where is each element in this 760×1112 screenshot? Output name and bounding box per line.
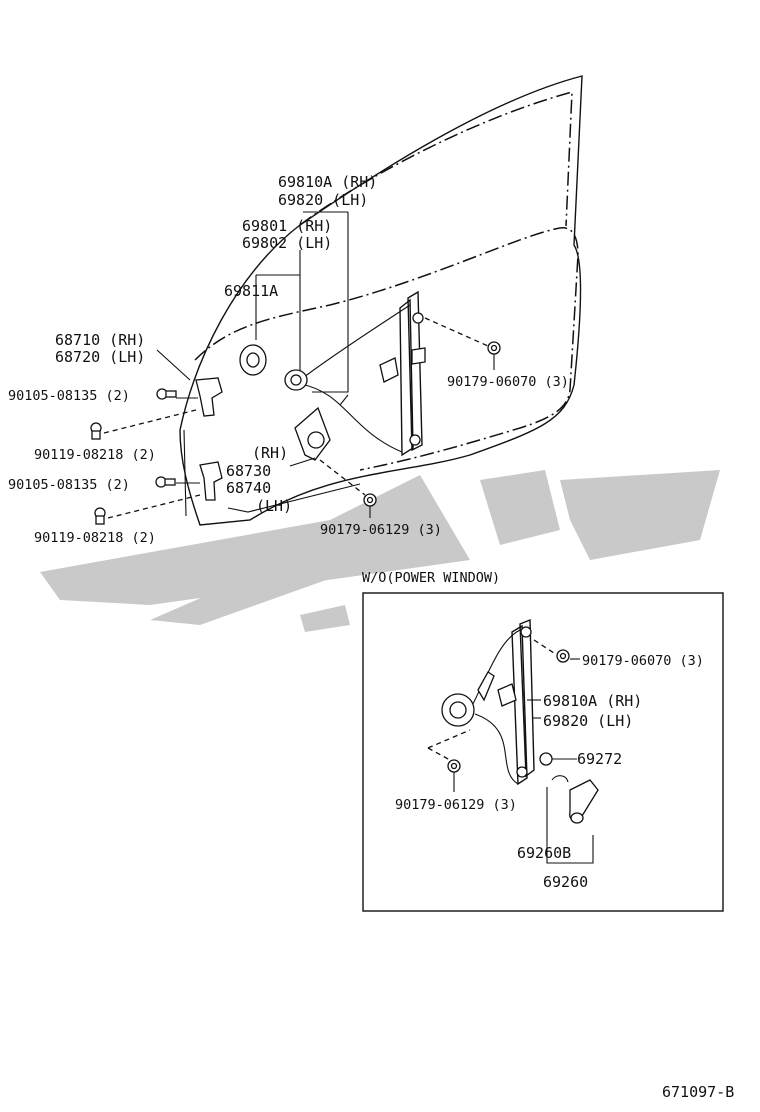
inset-label-nut-bottom: 90179-06129 (3) — [395, 797, 517, 813]
label-bolt-upper-b: 90119-08218 (2) — [34, 447, 156, 463]
inset-label-regulator-lh: 69820 (LH) — [543, 712, 633, 730]
label-hinge-lower-lh-tag: (LH) — [256, 497, 292, 515]
inset-leader-lines — [427, 639, 594, 864]
label-hinge-upper-rh: 68710 (RH) — [55, 331, 145, 349]
inset-label-regulator-rh: 69810A (RH) — [543, 692, 642, 710]
label-hinge-lower-lh: 68740 — [226, 479, 271, 497]
inset-fasteners — [447, 649, 599, 824]
label-nut-top: 90179-06070 (3) — [447, 374, 569, 390]
label-motor-rh: 69801 (RH) — [242, 217, 332, 235]
label-regulator-rh: 69810A (RH) — [278, 173, 377, 191]
fasteners-main — [90, 341, 501, 525]
label-bolt-lower-b: 90119-08218 (2) — [34, 530, 156, 546]
label-hinge-upper-lh: 68720 (LH) — [55, 348, 145, 366]
label-motor-lh: 69802 (LH) — [242, 234, 332, 252]
label-motor-sub: 69811A — [224, 282, 278, 300]
label-hinge-lower-rh-tag: (RH) — [252, 444, 288, 462]
inset-label-nut-top: 90179-06070 (3) — [582, 653, 704, 669]
diagram-id: 671097-B — [662, 1083, 734, 1101]
label-bolt-upper-a: 90105-08135 (2) — [8, 388, 130, 404]
label-hinge-lower-rh: 68730 — [226, 462, 271, 480]
motor-assembly — [239, 344, 331, 461]
inset-frame — [362, 592, 724, 912]
label-regulator-lh: 69820 (LH) — [278, 191, 368, 209]
label-nut-bottom: 90179-06129 (3) — [320, 522, 442, 538]
watermark-logo — [40, 470, 720, 632]
inset-title: W/O(POWER WINDOW) — [362, 570, 500, 586]
door-outline — [179, 75, 583, 526]
inset-regulator — [441, 618, 535, 786]
main-labels: 69810A (RH) 69820 (LH) 69801 (RH) 69802 … — [8, 173, 569, 546]
inset-label-clip: 69272 — [577, 750, 622, 768]
label-bolt-lower-a: 90105-08135 (2) — [8, 477, 130, 493]
door-hinges — [195, 377, 223, 501]
leader-lines-main — [103, 211, 495, 519]
inset-label-handle-sub: 69260B — [517, 844, 571, 862]
inset-label-handle: 69260 — [543, 873, 588, 891]
window-regulator — [299, 290, 426, 457]
inset-manual-window: W/O(POWER WINDOW) — [362, 570, 724, 912]
